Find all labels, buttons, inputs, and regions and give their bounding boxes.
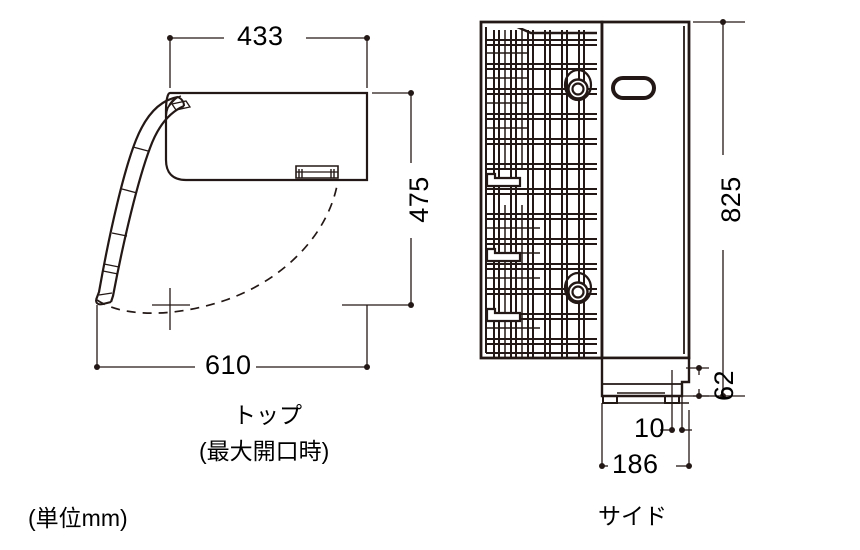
dimension-10 — [660, 370, 692, 433]
dimension-label-825: 825 — [715, 176, 746, 223]
lid-body-joint — [165, 96, 179, 111]
cabinet-body-outline — [164, 91, 369, 182]
dimension-label-475: 475 — [403, 176, 434, 223]
lid-segment-line-4 — [103, 263, 120, 268]
lid-segment-line-3 — [111, 232, 128, 237]
lattice-grid — [487, 28, 597, 357]
lid-tip-inner-line — [98, 292, 113, 296]
side-view-geometry — [479, 20, 691, 404]
lid-segment-line-5 — [102, 270, 119, 275]
dimension-label-62: 62 — [709, 369, 740, 402]
lid-segment-line-1 — [132, 146, 149, 152]
lid-swing-arc — [96, 179, 339, 314]
dimension-label-433: 433 — [237, 21, 284, 51]
lid-segment-line-2 — [121, 188, 138, 194]
unit-note: (単位mm) — [28, 505, 128, 531]
dimension-825 — [693, 19, 745, 399]
base-block — [600, 356, 691, 398]
lid-outer-edge — [94, 95, 179, 301]
pivot-boss-lower — [563, 271, 593, 305]
lid-inner-edge — [109, 104, 185, 303]
top-view-caption-line1: トップ — [233, 402, 302, 428]
side-view-caption: サイド — [598, 503, 667, 529]
dimension-433 — [167, 35, 370, 88]
front-panel — [600, 20, 691, 360]
top-view-caption-line2: (最大開口時) — [199, 438, 330, 464]
slot-handle — [611, 76, 656, 100]
pivot-boss-upper — [563, 68, 593, 102]
lid-hinge-wedge — [170, 100, 192, 111]
dimension-label-610: 610 — [205, 350, 252, 380]
dimension-610 — [94, 305, 370, 370]
dimension-62 — [682, 365, 709, 399]
dimension-label-10: 10 — [634, 413, 666, 443]
latch-detail — [295, 165, 339, 179]
dimension-186 — [599, 403, 692, 469]
dimension-label-186: 186 — [612, 449, 659, 479]
dimension-475 — [342, 90, 414, 308]
top-view-geometry — [94, 91, 369, 330]
lid-top-cap — [177, 96, 185, 107]
